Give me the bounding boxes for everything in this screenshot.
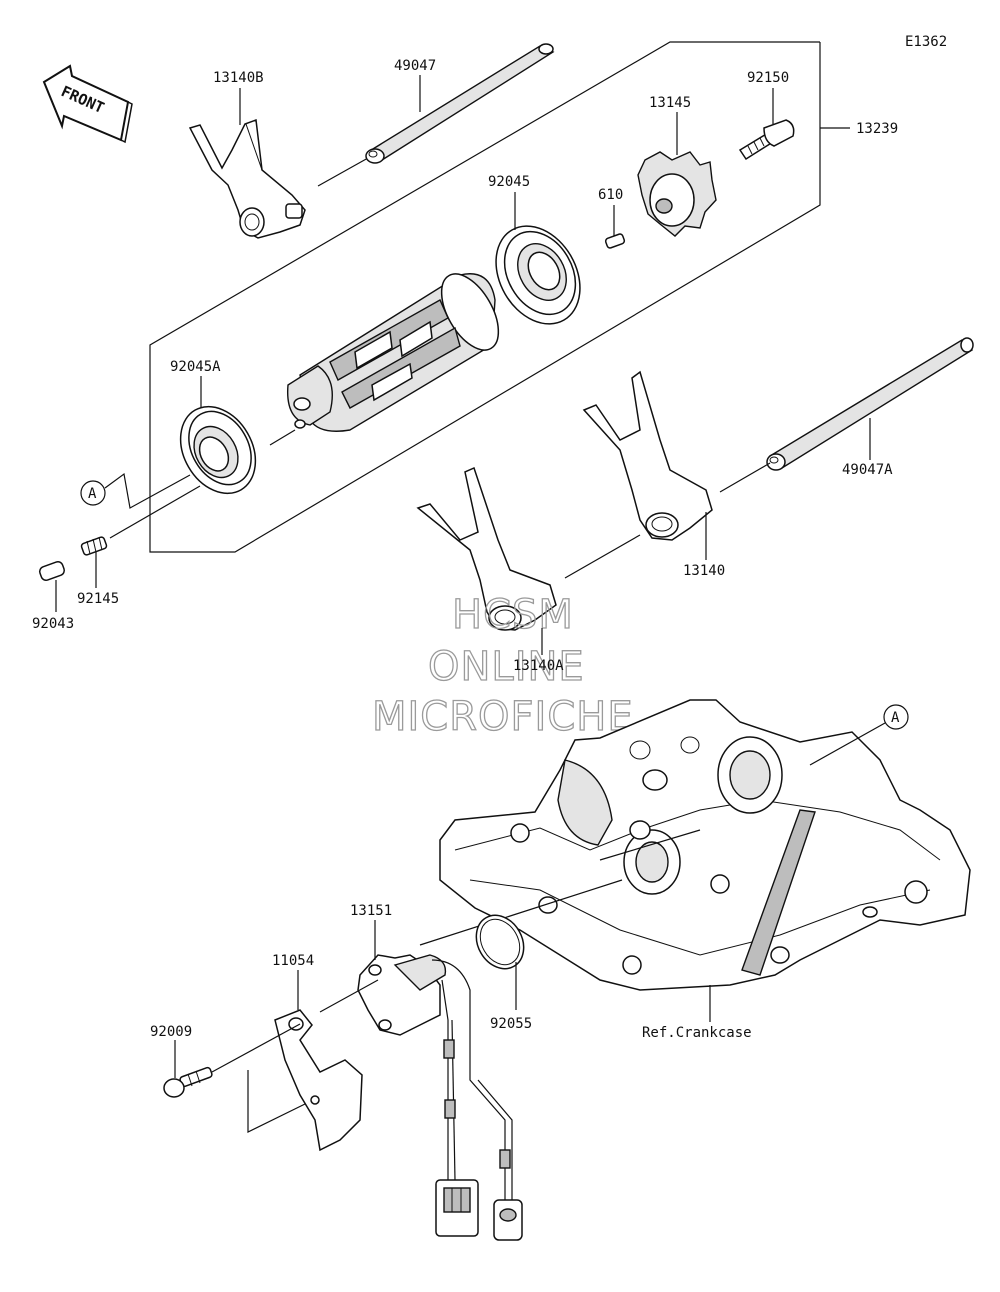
label-92055: 92055 — [490, 1016, 532, 1032]
label-92043: 92043 — [32, 616, 74, 632]
label-13151: 13151 — [350, 903, 392, 919]
connector-small — [493, 1199, 523, 1241]
gear-position-sensor-13151 — [357, 954, 513, 1200]
front-arrow-icon: FRONT — [42, 64, 133, 144]
callout-a-lower: A — [809, 704, 909, 766]
bolt-92009 — [163, 1066, 213, 1098]
label-ref-crankcase: Ref.Crankcase — [642, 1025, 752, 1041]
label-92009: 92009 — [150, 1024, 192, 1040]
watermark-line-3: MICROFICHE — [372, 694, 634, 740]
label-13239: 13239 — [856, 121, 898, 137]
label-13145: 13145 — [649, 95, 691, 111]
label-92150: 92150 — [747, 70, 789, 86]
o-ring-92055 — [475, 914, 525, 970]
label-92145: 92145 — [77, 591, 119, 607]
shaft-49047 — [365, 43, 555, 164]
pin-610 — [604, 233, 626, 249]
label-49047A: 49047A — [842, 462, 893, 478]
callout-a-lower-letter: A — [891, 710, 900, 726]
label-13140: 13140 — [683, 563, 725, 579]
diagram-code: E1362 — [905, 34, 947, 50]
label-13140B: 13140B — [213, 70, 264, 86]
shift-fork-13140A — [416, 466, 557, 631]
label-11054: 11054 — [272, 953, 314, 969]
watermark: HCSM ONLINE MICROFICHE — [371, 591, 634, 740]
bolt-92150 — [738, 119, 795, 161]
watermark-line-2: ONLINE — [428, 644, 585, 690]
label-92045A: 92045A — [170, 359, 221, 375]
shaft-49047A — [766, 337, 974, 471]
plate-11054 — [274, 1009, 363, 1152]
spring-92145 — [80, 536, 108, 556]
callout-a-upper-letter: A — [88, 486, 97, 502]
label-610: 610 — [598, 187, 623, 203]
label-49047: 49047 — [394, 58, 436, 74]
drum-cam-13145 — [637, 151, 717, 237]
watermark-line-1: HCSM — [452, 592, 574, 638]
label-13140A: 13140A — [513, 658, 564, 674]
shift-drum — [286, 273, 500, 432]
label-92045: 92045 — [488, 174, 530, 190]
bearing-92045 — [495, 225, 581, 325]
connector-large — [435, 1179, 479, 1237]
callout-a-upper: A — [80, 472, 191, 509]
assembly-bracket-13239 — [149, 41, 850, 553]
shift-fork-13140 — [582, 370, 713, 541]
crankcase — [439, 699, 971, 991]
shift-fork-13140B — [188, 118, 306, 239]
bearing-92045A — [179, 405, 257, 495]
plunger-92043 — [38, 560, 66, 582]
